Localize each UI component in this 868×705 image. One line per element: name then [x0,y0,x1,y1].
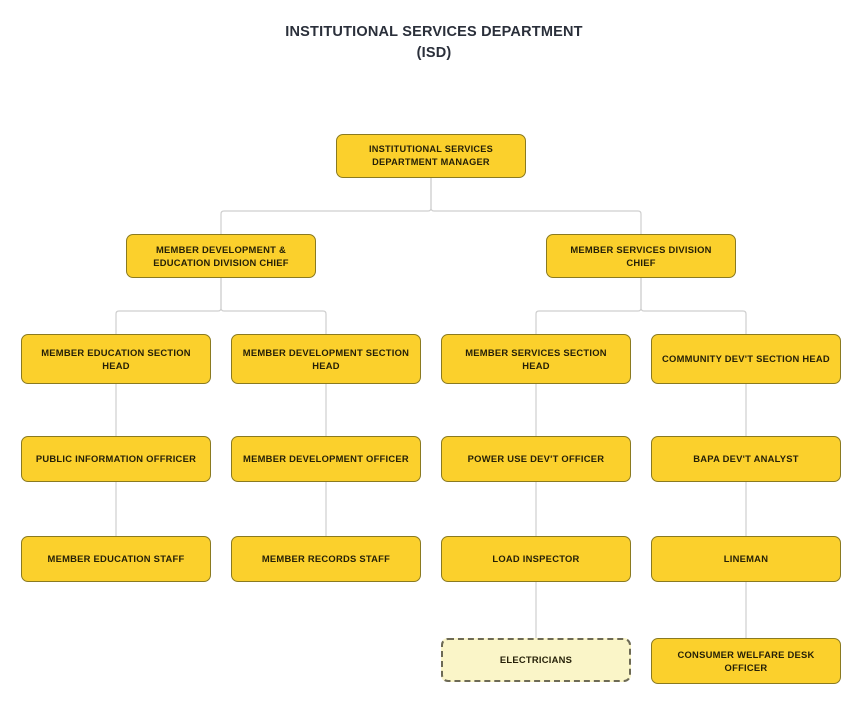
org-node-load-inspector[interactable]: LOAD INSPECTOR [441,536,631,582]
org-node-label: MEMBER SERVICES SECTION HEAD [465,346,607,371]
org-node-label: MEMBER SERVICES DIVISION CHIEF [570,243,712,268]
org-node-member-services-section-head[interactable]: MEMBER SERVICES SECTION HEAD [441,334,631,384]
org-node-member-records-staff[interactable]: MEMBER RECORDS STAFF [231,536,421,582]
org-node-member-education-section-head[interactable]: MEMBER EDUCATION SECTION HEAD [21,334,211,384]
org-node-label: MEMBER EDUCATION SECTION HEAD [41,346,191,371]
org-node-label: MEMBER DEVELOPMENT SECTION HEAD [242,346,410,371]
org-node-member-development-section-head[interactable]: MEMBER DEVELOPMENT SECTION HEAD [231,334,421,384]
org-node-label: MEMBER RECORDS STAFF [261,553,391,565]
org-node-label: MEMBER EDUCATION STAFF [47,553,185,565]
org-node-label: LOAD INSPECTOR [492,553,580,565]
org-node-bapa-devt-analyst[interactable]: BAPA DEV'T ANALYST [651,436,841,482]
org-node-public-information-offricer[interactable]: PUBLIC INFORMATION OFFRICER [21,436,211,482]
org-node-label: INSTITUTIONAL SERVICES DEPARTMENT MANAGE… [368,144,494,167]
page-title: INSTITUTIONAL SERVICES DEPARTMENT (ISD) [285,24,583,62]
org-node-lineman[interactable]: LINEMAN [651,536,841,582]
org-node-isd-manager[interactable]: INSTITUTIONAL SERVICES DEPARTMENT MANAGE… [336,134,526,178]
org-node-label: CONSUMER WELFARE DESK OFFICER [677,648,815,673]
org-node-member-dev-education-division-chief[interactable]: MEMBER DEVELOPMENT & EDUCATION DIVISION … [126,234,316,278]
org-node-electricians[interactable]: ELECTRICIANS [441,638,631,682]
org-node-label: COMMUNITY DEV'T SECTION HEAD [662,353,830,365]
org-node-label: PUBLIC INFORMATION OFFRICER [35,453,197,465]
org-node-label: BAPA DEV'T ANALYST [693,453,799,465]
org-node-power-use-devt-officer[interactable]: POWER USE DEV'T OFFICER [441,436,631,482]
org-node-member-development-officer[interactable]: MEMBER DEVELOPMENT OFFICER [231,436,421,482]
org-node-label: MEMBER DEVELOPMENT & EDUCATION DIVISION … [153,243,289,268]
org-node-member-services-division-chief[interactable]: MEMBER SERVICES DIVISION CHIEF [546,234,736,278]
org-node-label: LINEMAN [723,553,769,565]
org-node-label: ELECTRICIANS [499,654,573,666]
org-node-community-devt-section-head[interactable]: COMMUNITY DEV'T SECTION HEAD [651,334,841,384]
org-node-consumer-welfare-desk-officer[interactable]: CONSUMER WELFARE DESK OFFICER [651,638,841,684]
org-node-label: POWER USE DEV'T OFFICER [467,453,605,465]
org-node-member-education-staff[interactable]: MEMBER EDUCATION STAFF [21,536,211,582]
org-node-label: MEMBER DEVELOPMENT OFFICER [243,453,409,465]
